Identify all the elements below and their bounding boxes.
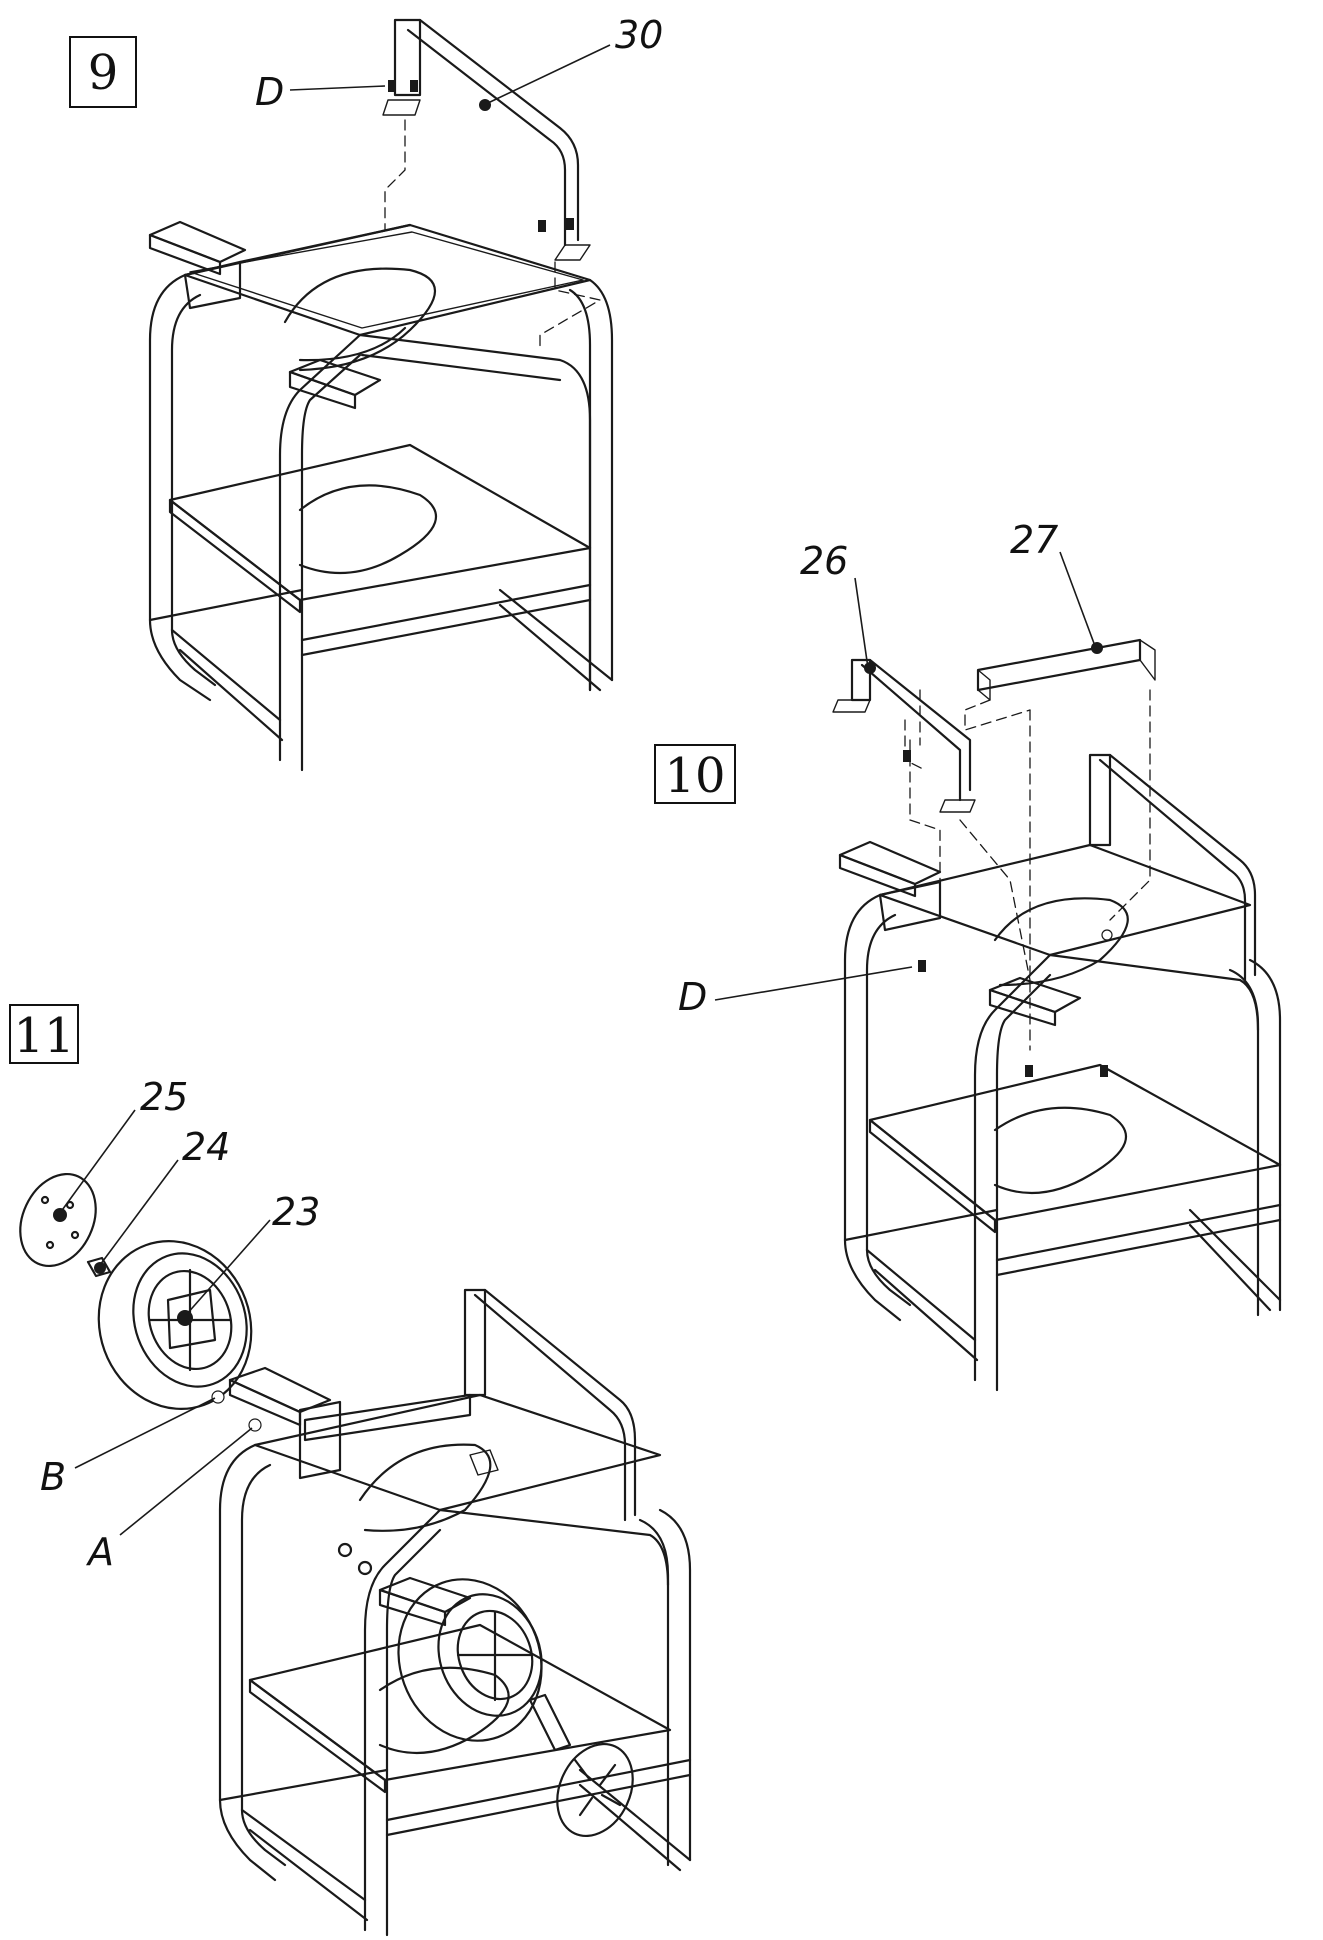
callout-d-10: D xyxy=(678,975,707,1019)
step-9-frame xyxy=(148,18,614,772)
washer-b xyxy=(211,1390,225,1404)
part-30-marker xyxy=(479,99,491,111)
step-9-number: 9 xyxy=(88,45,119,101)
callout-26-leader xyxy=(854,577,869,669)
callout-27-leader xyxy=(1059,551,1096,647)
step-9-box xyxy=(69,36,137,108)
step-10-box xyxy=(654,744,736,804)
callout-d-leader-9 xyxy=(289,85,386,91)
step-9-dashed-guides xyxy=(384,119,601,351)
step-10-number: 10 xyxy=(664,748,725,804)
callout-24: 24 xyxy=(182,1125,230,1169)
callout-25-leader xyxy=(59,1109,136,1214)
axle-nut-part-24 xyxy=(86,1256,112,1278)
step-10-screws xyxy=(903,750,1113,1077)
callout-a: A xyxy=(85,1530,114,1574)
callout-23: 23 xyxy=(272,1190,320,1234)
hub-cap-part-25 xyxy=(19,1172,97,1268)
callout-30: 30 xyxy=(615,13,663,57)
part-23-marker xyxy=(177,1310,193,1326)
callout-25: 25 xyxy=(140,1075,188,1119)
callout-d-9: D xyxy=(255,70,284,114)
part-26-marker xyxy=(864,662,876,674)
step-10: 10 xyxy=(654,518,1282,1392)
step-10-dashed-guides xyxy=(904,689,1151,1051)
wheel-part-23 xyxy=(97,1240,253,1410)
step-11: 11 xyxy=(9,1004,692,1937)
callout-b-leader xyxy=(74,1397,216,1469)
callout-d-leader-10 xyxy=(714,966,913,1001)
part-27-marker xyxy=(1091,642,1103,654)
callout-26: 26 xyxy=(800,539,848,583)
callout-23-leader xyxy=(185,1219,271,1316)
step-11-number: 11 xyxy=(13,1008,74,1064)
part-25-marker xyxy=(53,1208,67,1222)
callout-b: B xyxy=(40,1455,66,1499)
step-10-frame xyxy=(832,638,1282,1392)
step-9-screws xyxy=(388,80,574,232)
callout-27: 27 xyxy=(1010,518,1058,562)
callout-a-leader xyxy=(119,1427,253,1536)
part-24-marker xyxy=(94,1262,106,1274)
callout-30-leader xyxy=(487,44,611,104)
callout-24-leader xyxy=(99,1159,179,1266)
step-11-box xyxy=(9,1004,79,1064)
step-11-frame xyxy=(218,1288,692,1937)
step-9: 9 xyxy=(69,13,663,772)
